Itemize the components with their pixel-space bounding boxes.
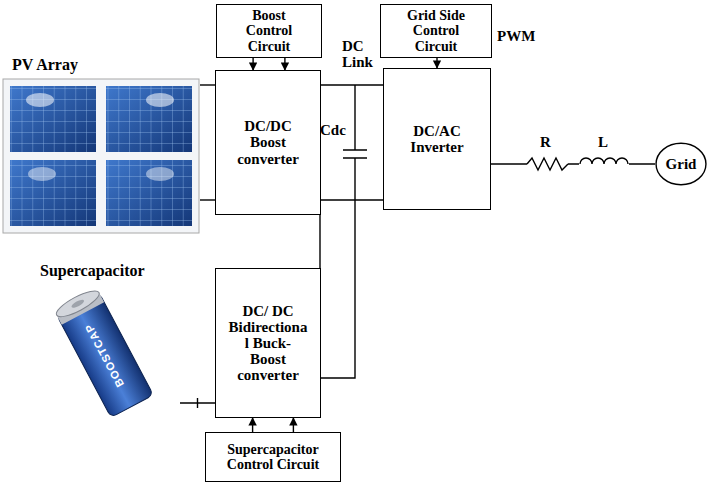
solar-panel — [106, 86, 192, 152]
glare — [146, 167, 174, 181]
node-text: DC/DC Boost converter — [226, 118, 310, 167]
wire — [321, 84, 383, 85]
connector — [200, 85, 215, 200]
wire — [252, 58, 253, 70]
picture-frame — [3, 79, 199, 233]
inductor-coil — [580, 158, 628, 164]
control-box: Grid Side Control Circuit — [380, 4, 492, 58]
wire — [200, 199, 215, 200]
glare — [26, 93, 54, 107]
connector — [491, 164, 655, 165]
diagram-label: R — [540, 134, 551, 150]
panel-cells — [106, 160, 192, 226]
converter-box: DC/DC Boost converter — [215, 70, 321, 215]
picture-heading: PV Array — [2, 56, 200, 73]
inductor-symbol — [579, 155, 629, 165]
panel-face — [10, 160, 96, 226]
wire-tick — [197, 398, 198, 408]
node-text: Boost Control Circuit — [233, 8, 305, 53]
glare — [28, 167, 56, 181]
panel-face — [106, 86, 192, 152]
wire — [293, 418, 294, 432]
node-text: DC/ DC Bidirectiona l Buck- Boost conver… — [227, 303, 309, 384]
solar-panel — [10, 160, 96, 226]
node-text: DC/AC Inverter — [395, 123, 479, 155]
node-text: Supercapacitor Control Circuit — [211, 442, 335, 472]
glare — [146, 93, 174, 107]
inverter-box: DC/AC Inverter — [383, 68, 491, 210]
wire — [491, 163, 655, 164]
connector — [180, 398, 215, 408]
dc-link-wire — [321, 85, 367, 378]
node-text: Grid — [666, 156, 697, 172]
grid-circle: Grid — [655, 142, 707, 186]
wire — [284, 58, 285, 70]
resistor-symbol — [527, 155, 568, 173]
wire — [436, 58, 437, 68]
diagram-label: PWM — [497, 28, 535, 44]
solar-panel — [10, 86, 96, 152]
connector — [320, 215, 321, 268]
connector — [321, 85, 383, 200]
edge-group — [180, 58, 655, 432]
picture-node: PV Array — [2, 56, 200, 234]
wire — [252, 418, 253, 432]
supercapacitor-picture — [53, 286, 153, 417]
capacitor-top — [53, 286, 102, 321]
resistor-zigzag — [527, 158, 568, 170]
converter-box: DC/ DC Bidirectiona l Buck- Boost conver… — [215, 268, 321, 418]
connector — [253, 418, 294, 432]
wire — [200, 84, 215, 85]
panel-cells — [106, 86, 192, 152]
circle-shape — [656, 143, 706, 184]
diagram-label: Cdc — [320, 122, 346, 138]
solar-panel — [106, 160, 192, 226]
panel-face — [10, 86, 96, 152]
diagram-label: DC Link — [342, 38, 376, 70]
connector — [437, 58, 438, 68]
control-box: Boost Control Circuit — [216, 4, 322, 58]
symbol-ground — [579, 155, 629, 165]
node-text: Grid Side Control Circuit — [394, 8, 478, 53]
panel-face — [106, 160, 192, 226]
capacitor-symbol — [321, 85, 367, 378]
diagram-label: L — [598, 134, 608, 150]
symbol-ground — [527, 155, 568, 173]
capacitor-terminal — [70, 298, 85, 309]
wire — [321, 199, 383, 200]
pv-panels — [3, 79, 199, 233]
connector — [253, 58, 285, 70]
panel-cells — [10, 86, 96, 152]
wire — [319, 215, 320, 268]
panel-cells — [10, 160, 96, 226]
control-box: Supercapacitor Control Circuit — [205, 432, 341, 482]
picture-heading: Supercapacitor — [30, 262, 180, 279]
